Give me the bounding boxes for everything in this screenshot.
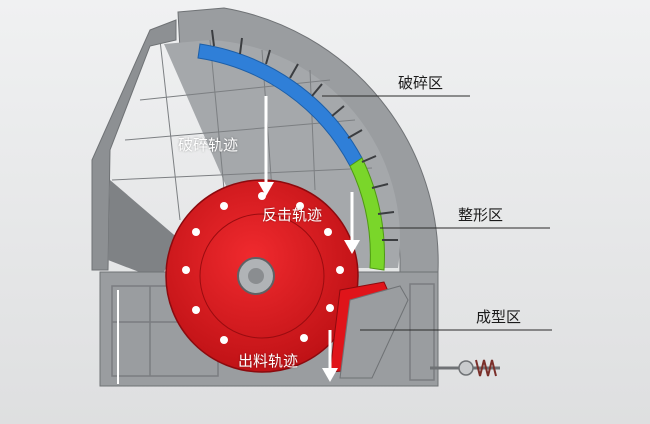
- down-arrow-icon: [322, 330, 338, 382]
- housing-inner-wall: [164, 40, 401, 268]
- shaping-zone-liner: [349, 157, 385, 271]
- down-arrow-icon: [344, 192, 360, 254]
- housing-left-wall: [91, 19, 177, 271]
- rotor-shaft: [248, 268, 264, 284]
- rotor-holes: [182, 192, 344, 344]
- tension-spring-icon: [430, 359, 500, 377]
- forming-plate-bracket: [339, 285, 409, 379]
- crushing-trajectory-label: 破碎轨迹: [178, 136, 239, 154]
- forming-zone-label: 成型区: [476, 308, 522, 326]
- shaping-zone-label: 整形区: [458, 206, 504, 224]
- rotor-inner-ring: [199, 213, 325, 339]
- leader-lines: [322, 95, 552, 331]
- rebound-trajectory-label: 反击轨迹: [262, 206, 323, 224]
- liner-bolts: [211, 29, 398, 241]
- crushing-zone-label: 破碎区: [398, 74, 444, 92]
- feed-chute: [108, 180, 180, 280]
- down-arrow-icon: [258, 96, 274, 196]
- discharge-trajectory-label: 出料轨迹: [238, 352, 299, 370]
- liner-plate-grid: [111, 39, 373, 221]
